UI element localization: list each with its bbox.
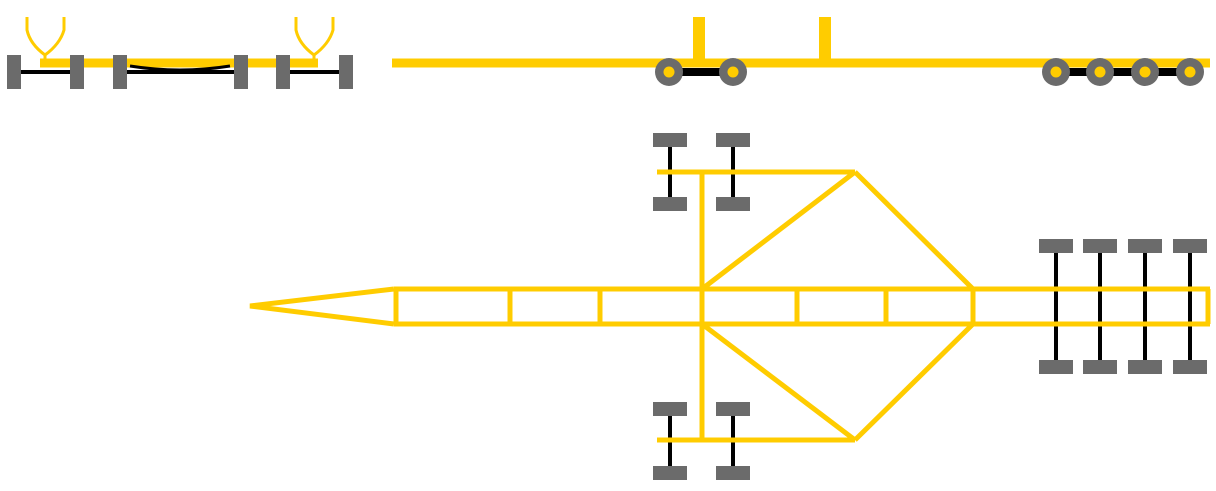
front-view-tire [7,55,21,89]
top-view-frame [249,169,1211,443]
top-view-rear-axle [1039,239,1073,374]
side-view-rear-wheel [1176,58,1204,86]
front-view [7,17,353,89]
front-view-kingpin-bracket [294,17,335,63]
front-view-tire [234,55,248,89]
top-view-brace [853,322,975,442]
side-view-support-post [693,17,705,65]
top-view-brace [853,170,975,291]
top-view-brace [700,322,857,442]
front-view-kingpin-bracket [25,17,66,63]
top-view-rear-axle [1128,239,1162,374]
side-view-front-wheel [719,58,747,86]
top-view-rear-axle [1173,239,1207,374]
side-view-support-post [819,17,831,65]
front-view-tire [339,55,353,89]
front-view-spring [129,64,231,72]
top-view-rear-axle [1083,239,1117,374]
side-view [392,17,1210,86]
side-view-rear-wheel [1131,58,1159,86]
front-view-axle-group-left [7,17,84,89]
front-view-tire [70,55,84,89]
front-view-axle-group-right [276,17,353,89]
front-view-tire [113,55,127,89]
top-view-tongue [249,286,395,327]
top-view-brace [700,170,857,291]
front-view-axle-group-middle [113,55,248,89]
top-view [249,133,1211,480]
side-view-rear-wheel [1086,58,1114,86]
side-view-front-wheel [655,58,683,86]
front-view-tire [276,55,290,89]
side-view-rear-wheel [1042,58,1070,86]
